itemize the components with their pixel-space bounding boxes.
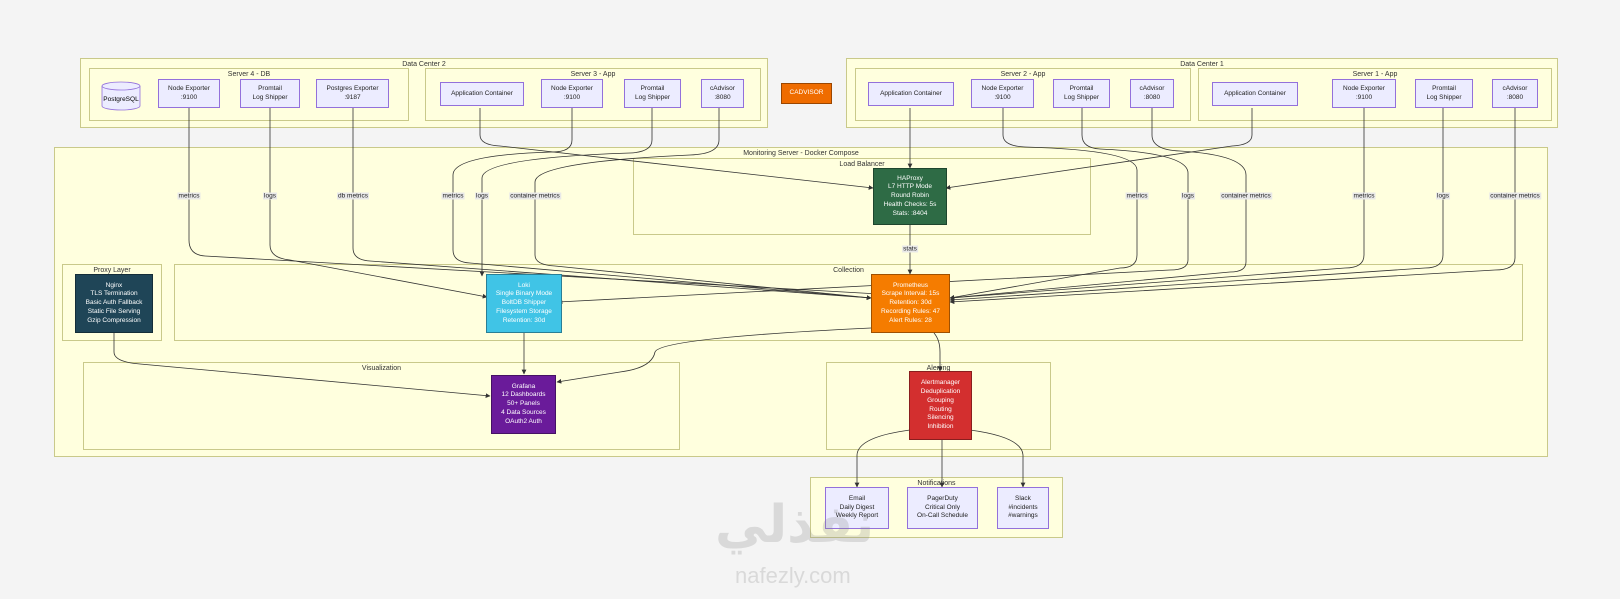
edge-s3-promtail-loki <box>479 108 653 277</box>
edge-label-logs: logs <box>475 192 489 200</box>
edge-s1-node-exporter-prometheus <box>949 108 1365 301</box>
s3-cadvisor: cAdvisor :8080 <box>701 79 744 108</box>
edge-s4-postgres-exporter-prometheus <box>352 108 872 301</box>
grafana-node: Grafana 12 Dashboards 50+ Panels 4 Data … <box>491 375 556 434</box>
edge-s1-cadvisor-prometheus <box>949 108 1516 305</box>
edge-label-metrics: metrics <box>177 192 201 200</box>
pagerduty-node: PagerDuty Critical Only On-Call Schedule <box>907 487 978 529</box>
edge-s2-cadvisor-prometheus <box>949 108 1247 300</box>
s4-postgres-exporter: Postgres Exporter :9187 <box>316 79 389 108</box>
group-title: Server 3 - App <box>570 71 616 78</box>
edge-label-container-metrics: container metrics <box>509 192 561 200</box>
group-load-balancer: Load Balancer <box>633 158 1091 235</box>
s4-node-exporter: Node Exporter :9100 <box>158 79 220 108</box>
edge-s3-cadvisor-prometheus <box>534 108 872 300</box>
alertmanager-node: Alertmanager Deduplication Grouping Rout… <box>909 371 972 440</box>
loki-node: Loki Single Binary Mode BoltDB Shipper F… <box>486 274 562 333</box>
group-title: Server 2 - App <box>1000 71 1046 78</box>
edge-label-metrics: metrics <box>1125 192 1149 200</box>
group-title: Data Center 1 <box>1180 61 1224 68</box>
edge-label-stats: stats <box>902 245 918 253</box>
group-title: Visualization <box>361 365 402 372</box>
edge-label-db-metrics: db metrics <box>337 192 369 200</box>
edge-s3-app-haproxy <box>479 108 874 190</box>
group-collection: Collection <box>174 264 1523 341</box>
group-title: Collection <box>833 267 864 274</box>
edge-label-logs: logs <box>263 192 277 200</box>
slack-node: Slack #incidents #warnings <box>997 487 1049 529</box>
edge-label-container-metrics: container metrics <box>1489 192 1541 200</box>
edge-prometheus-alertmanager <box>933 332 943 372</box>
group-visualization: Visualization <box>83 362 680 450</box>
edge-label-container-metrics: container metrics <box>1220 192 1272 200</box>
nginx-node: Nginx TLS Termination Basic Auth Fallbac… <box>75 274 153 333</box>
s2-cadvisor: cAdvisor :8080 <box>1130 79 1174 108</box>
s1-application-container: Application Container <box>1212 82 1298 106</box>
group-title: Server 4 - DB <box>227 71 271 78</box>
group-title: Server 1 - App <box>1352 71 1398 78</box>
database-cylinder-icon <box>101 81 141 111</box>
s1-cadvisor: cAdvisor :8080 <box>1492 79 1538 108</box>
edge-alertmanager-slack <box>969 429 1026 488</box>
edge-label-logs: logs <box>1181 192 1195 200</box>
edge-s1-app-haproxy <box>945 108 1253 190</box>
edge-label-logs: logs <box>1436 192 1450 200</box>
group-title: Notifications <box>917 480 956 487</box>
group-title: Monitoring Server - Docker Compose <box>743 150 859 157</box>
prometheus-node: Prometheus Scrape Interval: 15s Retentio… <box>871 274 950 333</box>
edge-s3-node-exporter-prometheus <box>452 108 872 301</box>
group-title: Proxy Layer <box>93 267 131 274</box>
edge-s2-node-exporter-prometheus <box>949 108 1138 300</box>
s4-promtail: Promtail Log Shipper <box>240 79 300 108</box>
cadvisor-node: CADVISOR <box>781 83 832 104</box>
edge-nginx-grafana <box>113 333 491 398</box>
postgresql-node: PostgreSQL <box>100 80 142 112</box>
s3-node-exporter: Node Exporter :9100 <box>541 79 603 108</box>
watermark-latin: nafezly.com <box>735 563 851 588</box>
edge-prometheus-grafana <box>556 327 872 384</box>
s2-promtail: Promtail Log Shipper <box>1053 79 1110 108</box>
s2-node-exporter: Node Exporter :9100 <box>971 79 1034 108</box>
edge-s4-node-exporter-prometheus <box>188 108 951 301</box>
s3-promtail: Promtail Log Shipper <box>624 79 681 108</box>
node-label: PostgreSQL <box>103 95 139 103</box>
s1-node-exporter: Node Exporter :9100 <box>1332 79 1396 108</box>
edge-alertmanager-email <box>854 429 911 488</box>
s3-application-container: Application Container <box>440 82 524 106</box>
edge-s1-promtail-prometheus <box>949 108 1444 303</box>
watermark-arabic: نفذلي <box>715 495 875 555</box>
edge-label-metrics: metrics <box>1352 192 1376 200</box>
group-title: Data Center 2 <box>402 61 446 68</box>
s1-promtail: Promtail Log Shipper <box>1415 79 1473 108</box>
edge-s2-promtail-loki <box>557 108 1189 305</box>
haproxy-node: HAProxy L7 HTTP Mode Round Robin Health … <box>873 168 947 225</box>
watermark-logo: نفذلي nafezly.com <box>705 495 905 595</box>
email-node: Email Daily Digest Weekly Report <box>825 487 889 529</box>
edge-label-metrics: metrics <box>441 192 465 200</box>
edge-s4-promtail-loki <box>269 108 488 299</box>
s2-application-container: Application Container <box>868 82 954 106</box>
group-title: Load Balancer <box>839 161 885 168</box>
